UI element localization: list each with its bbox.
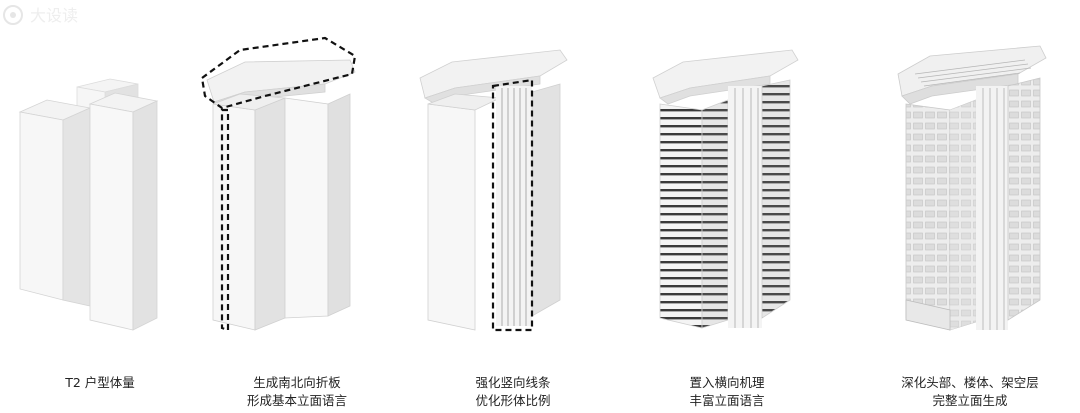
caption-step-4-line1: 置入横向机理: [689, 375, 765, 390]
tower-step-1: [18, 78, 159, 331]
caption-step-3-line1: 强化竖向线条: [475, 375, 551, 390]
watermark-logo: 大设读: [3, 5, 78, 25]
caption-step-2: 生成南北向折板 形成基本立面语言: [197, 374, 397, 410]
caption-step-2-line2: 形成基本立面语言: [246, 393, 347, 408]
tower-step-3: [419, 49, 568, 332]
caption-step-5-line1: 深化头部、楼体、架空层: [901, 375, 1039, 390]
caption-step-2-line1: 生成南北向折板: [253, 375, 341, 390]
roof-louvers: [914, 59, 1032, 87]
tower-step-4: [652, 49, 799, 329]
caption-step-5-line2: 完整立面生成: [932, 393, 1008, 408]
caption-step-1: T2 户型体量: [0, 374, 200, 392]
side-plate-highlight: [220, 108, 230, 332]
caption-step-4-line2: 丰富立面语言: [689, 393, 765, 408]
watermark-text: 大设读: [30, 6, 78, 25]
caption-step-5: 深化头部、楼体、架空层 完整立面生成: [870, 374, 1070, 410]
vertical-fins: [496, 86, 532, 326]
tower-step-2: [200, 36, 357, 332]
caption-step-1-line1: T2 户型体量: [65, 375, 135, 390]
caption-step-3-line2: 优化形体比例: [475, 393, 551, 408]
roof-plate-highlight: [200, 36, 357, 110]
caption-step-4: 置入横向机理 丰富立面语言: [627, 374, 827, 410]
tower-step-5: [897, 45, 1047, 331]
caption-step-3: 强化竖向线条 优化形体比例: [413, 374, 613, 410]
